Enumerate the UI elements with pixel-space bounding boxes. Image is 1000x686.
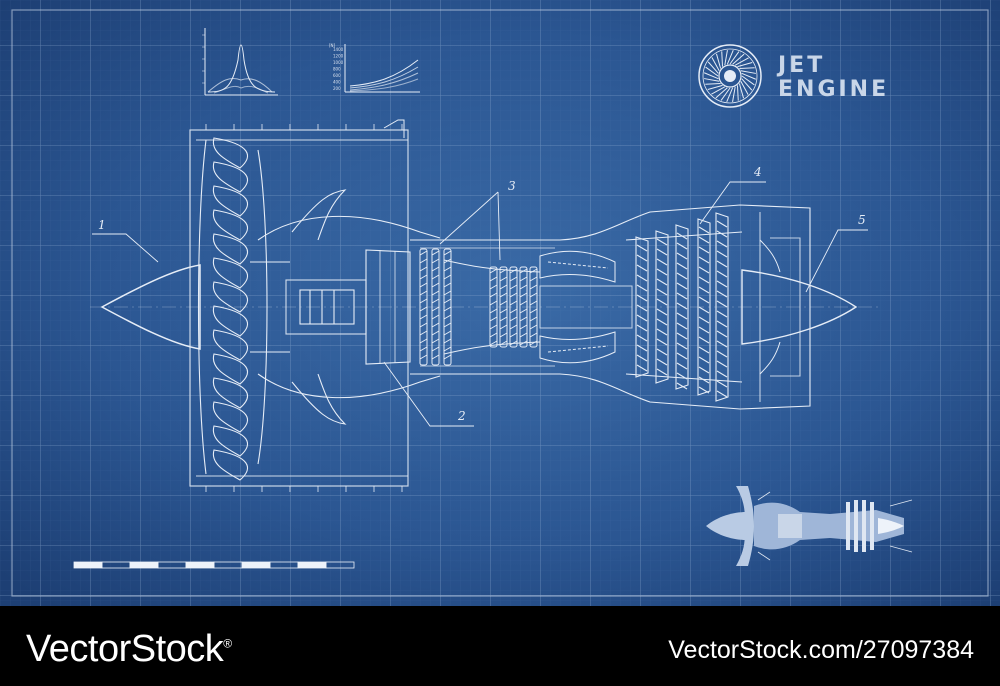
chart2-tick: 400	[333, 80, 341, 85]
high-pressure-compressor	[419, 248, 541, 366]
brand-logo: VectorStock®	[26, 628, 232, 670]
chart2-tick: 1000	[333, 60, 344, 65]
callout-1: 1	[98, 218, 106, 232]
scale-bar	[73, 561, 355, 569]
stock-id: VectorStock.com/27097384	[668, 636, 974, 664]
mini-chart-peak	[202, 28, 278, 96]
callout-2: 2	[457, 409, 466, 423]
chart2-tick: 800	[333, 67, 341, 72]
chart2-tick: 1200	[333, 54, 344, 59]
chart2-unit-label: [N]	[329, 43, 336, 48]
chart2-tick: 600	[333, 73, 341, 78]
core-casing	[410, 204, 811, 410]
chart2-tick: 1400	[333, 47, 344, 52]
jet-engine-thumbnail-icon	[706, 486, 913, 566]
drawing-frame	[11, 9, 989, 597]
nose-cone	[100, 264, 201, 350]
fan-blades	[197, 137, 268, 481]
exhaust-struts	[759, 239, 781, 375]
leader-lines	[92, 181, 868, 427]
mini-chart-curves	[344, 44, 420, 93]
callout-5: 5	[858, 213, 866, 227]
combustion-chamber	[539, 250, 633, 364]
turbine-stages	[625, 212, 743, 402]
chart2-tick: 200	[333, 86, 341, 91]
title-line-1: JET	[776, 53, 825, 78]
title-line-2: ENGINE	[778, 77, 889, 102]
fan-icon	[698, 44, 762, 108]
exhaust-cone	[741, 269, 858, 345]
callout-4: 4	[753, 165, 762, 179]
footer-bar: VectorStock® VectorStock.com/27097384	[0, 606, 1000, 686]
callout-3: 3	[508, 179, 516, 193]
low-pressure-compressor	[250, 189, 441, 425]
fan-casing	[189, 119, 409, 492]
